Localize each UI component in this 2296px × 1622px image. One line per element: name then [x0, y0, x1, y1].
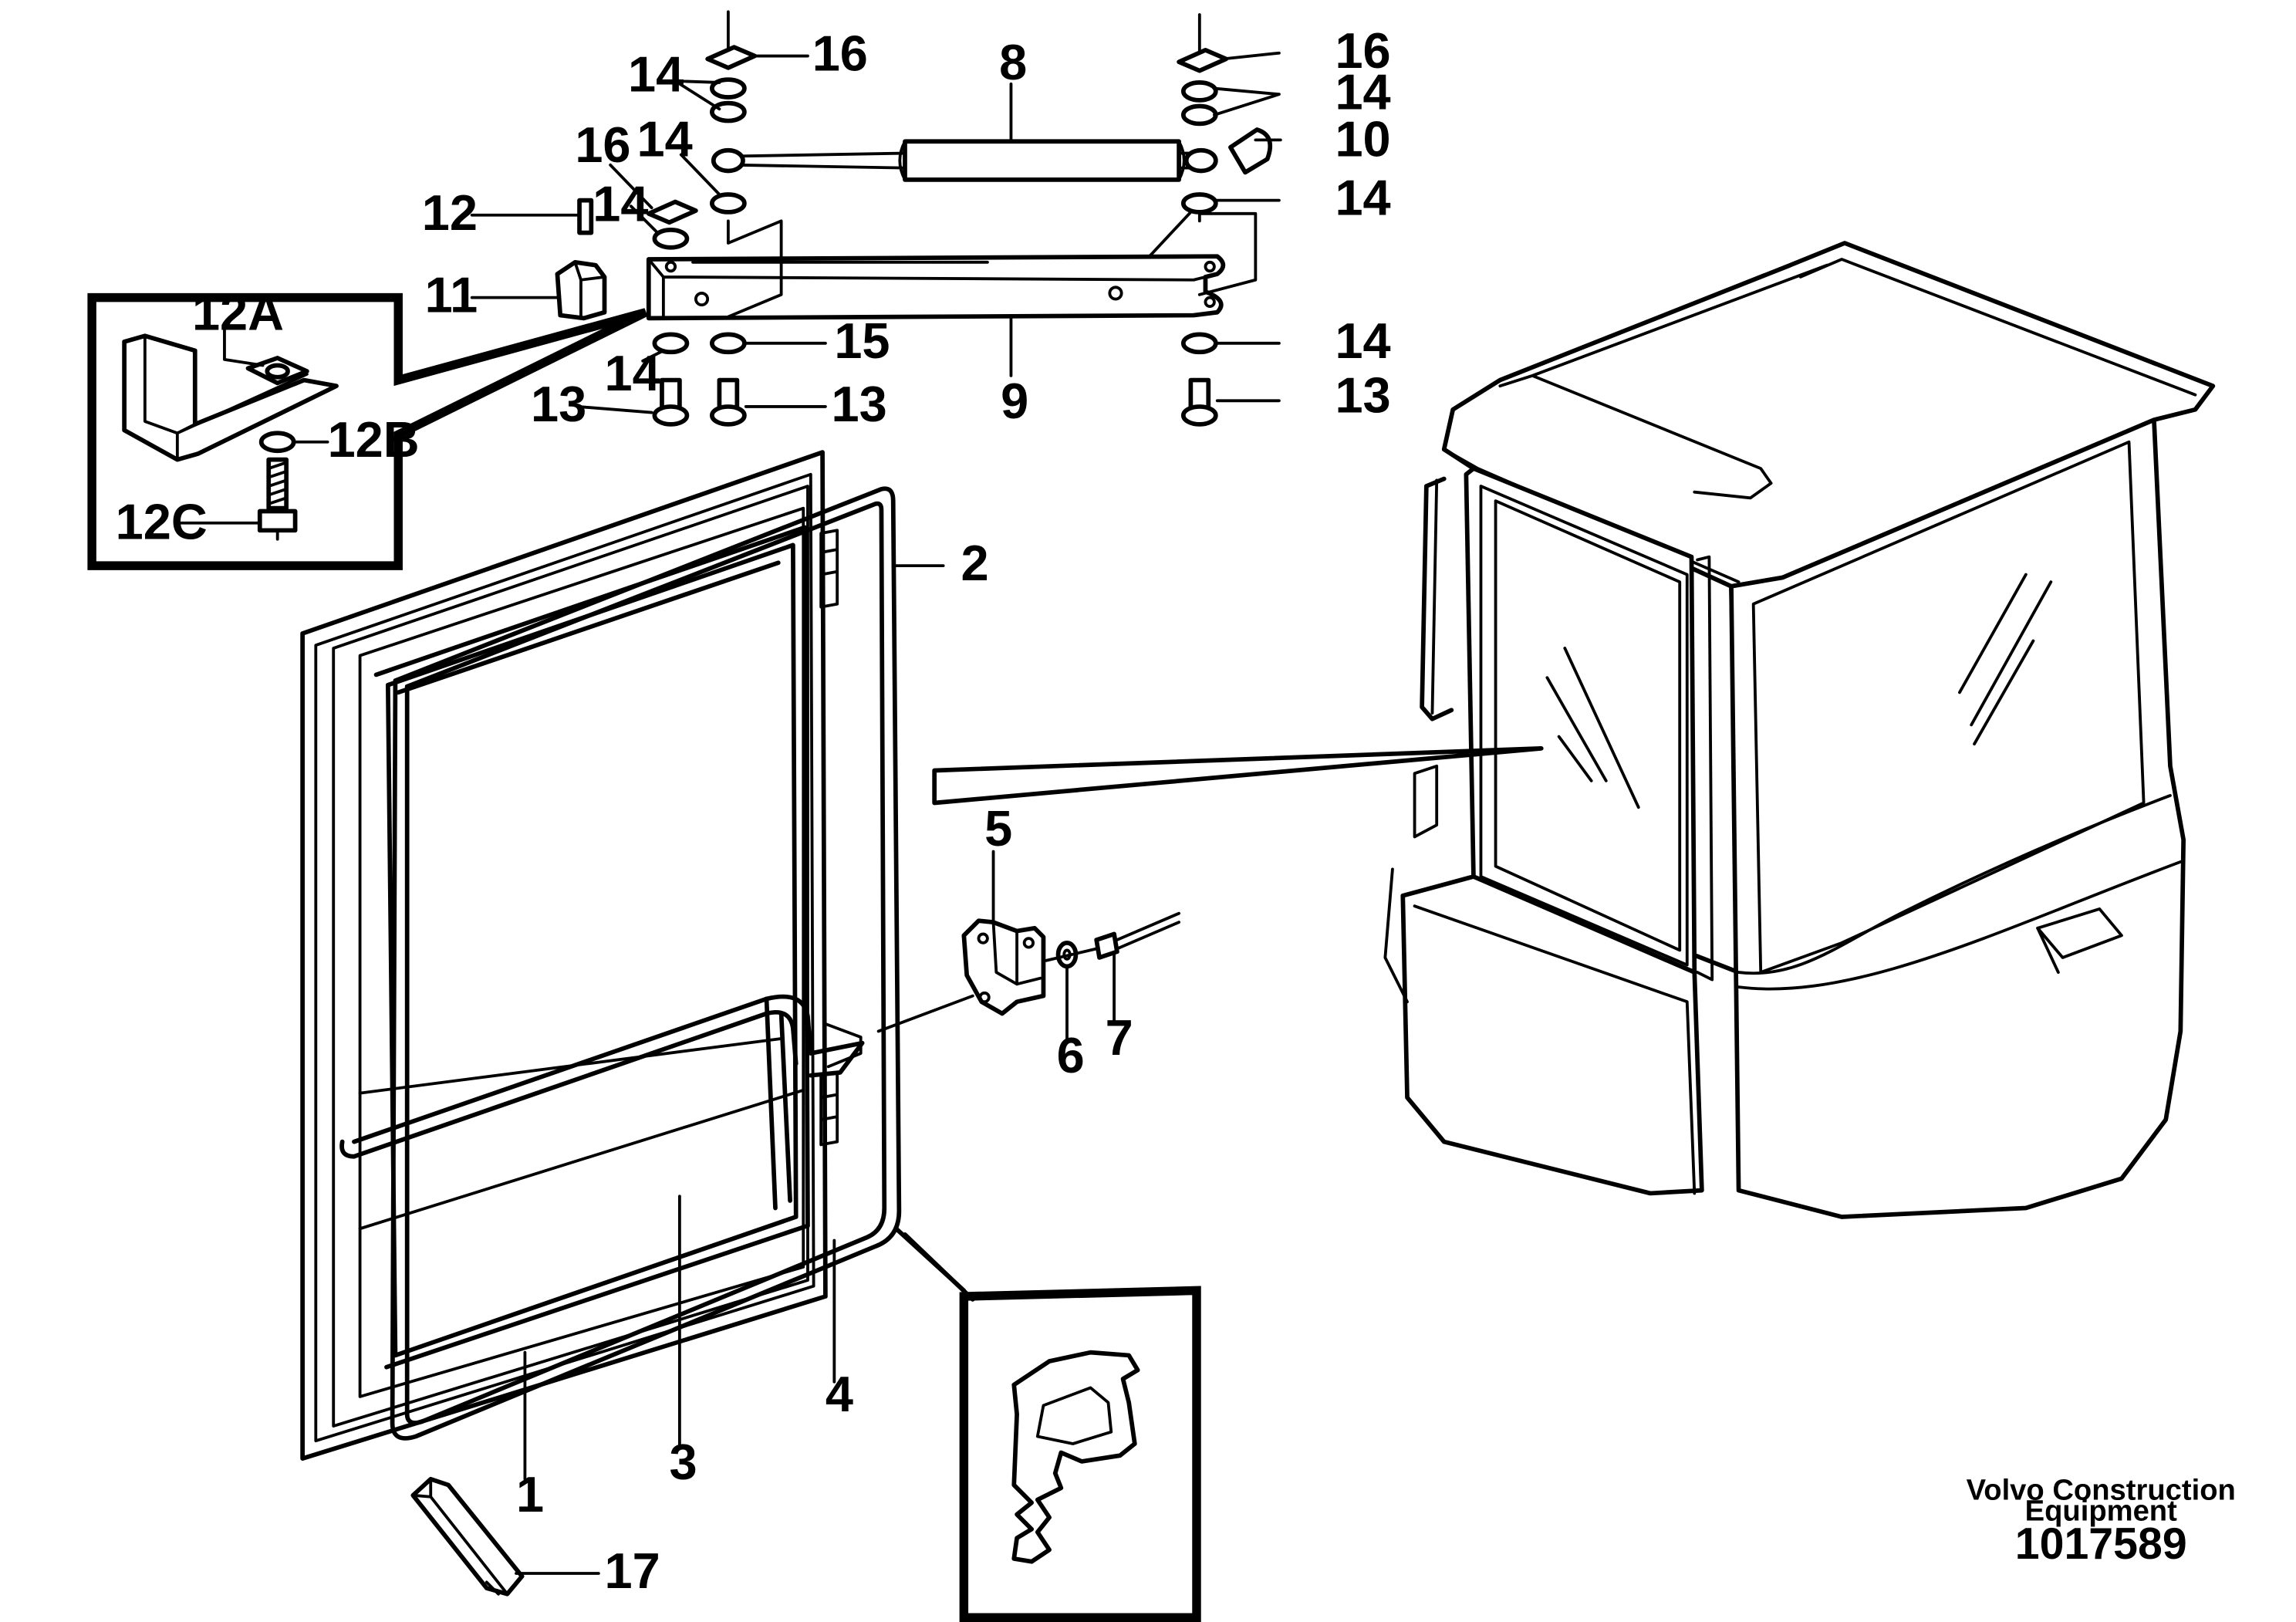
callout-9: 9 [1001, 373, 1028, 429]
callout-12b: 12B [328, 411, 420, 468]
callout-6: 6 [1057, 1027, 1085, 1083]
callout-14: 14 [1335, 63, 1390, 120]
callout-14: 14 [1335, 170, 1390, 226]
callout-13: 13 [1335, 367, 1390, 424]
callout-3: 3 [670, 1434, 697, 1490]
leader-lines [178, 51, 1282, 1575]
callout-10: 10 [1335, 110, 1390, 167]
callout-14: 14 [628, 46, 684, 102]
caption-drawing-number: 1017589 [2015, 1519, 2187, 1569]
part-17 [410, 1476, 525, 1597]
seal-profile-inset [893, 1226, 1201, 1622]
callout-17: 17 [605, 1543, 660, 1599]
callout-12: 12 [422, 184, 478, 241]
callout-14: 14 [637, 110, 693, 167]
callout-12a: 12A [192, 285, 284, 341]
callout-4: 4 [826, 1366, 853, 1422]
door-stay-assembly [555, 10, 1272, 427]
callout-16: 16 [1335, 22, 1390, 79]
door-to-cab-pointer [932, 745, 1544, 806]
door-assembly [300, 450, 974, 1461]
callout-11: 11 [425, 267, 478, 323]
callout-13: 13 [832, 376, 887, 432]
latch-parts [961, 911, 1181, 1016]
callout-1: 1 [516, 1466, 544, 1522]
callout-7: 7 [1106, 1009, 1133, 1066]
callout-14: 14 [593, 175, 648, 231]
callout-12c: 12C [116, 494, 208, 550]
callout-labels: 16 14 8 16 14 10 14 16 14 14 12 11 9 15 … [116, 22, 1391, 1599]
cab-illustration [1383, 241, 2216, 1219]
callout-13: 13 [531, 376, 586, 432]
callout-15: 15 [834, 313, 890, 369]
callout-5: 5 [984, 800, 1012, 857]
callout-16: 16 [812, 25, 868, 82]
callout-8: 8 [999, 34, 1027, 90]
callout-14: 14 [1335, 313, 1390, 369]
inset-bracket-detail [87, 292, 648, 570]
callout-14: 14 [605, 345, 660, 401]
caption-company-line2: Equipment [2025, 1494, 2178, 1527]
callout-16: 16 [575, 117, 630, 173]
caption-company-line1: Volvo Construction [1967, 1474, 2236, 1507]
callout-2: 2 [961, 535, 989, 591]
drawing-caption: Volvo Construction Equipment 1017589 [1967, 1474, 2236, 1569]
